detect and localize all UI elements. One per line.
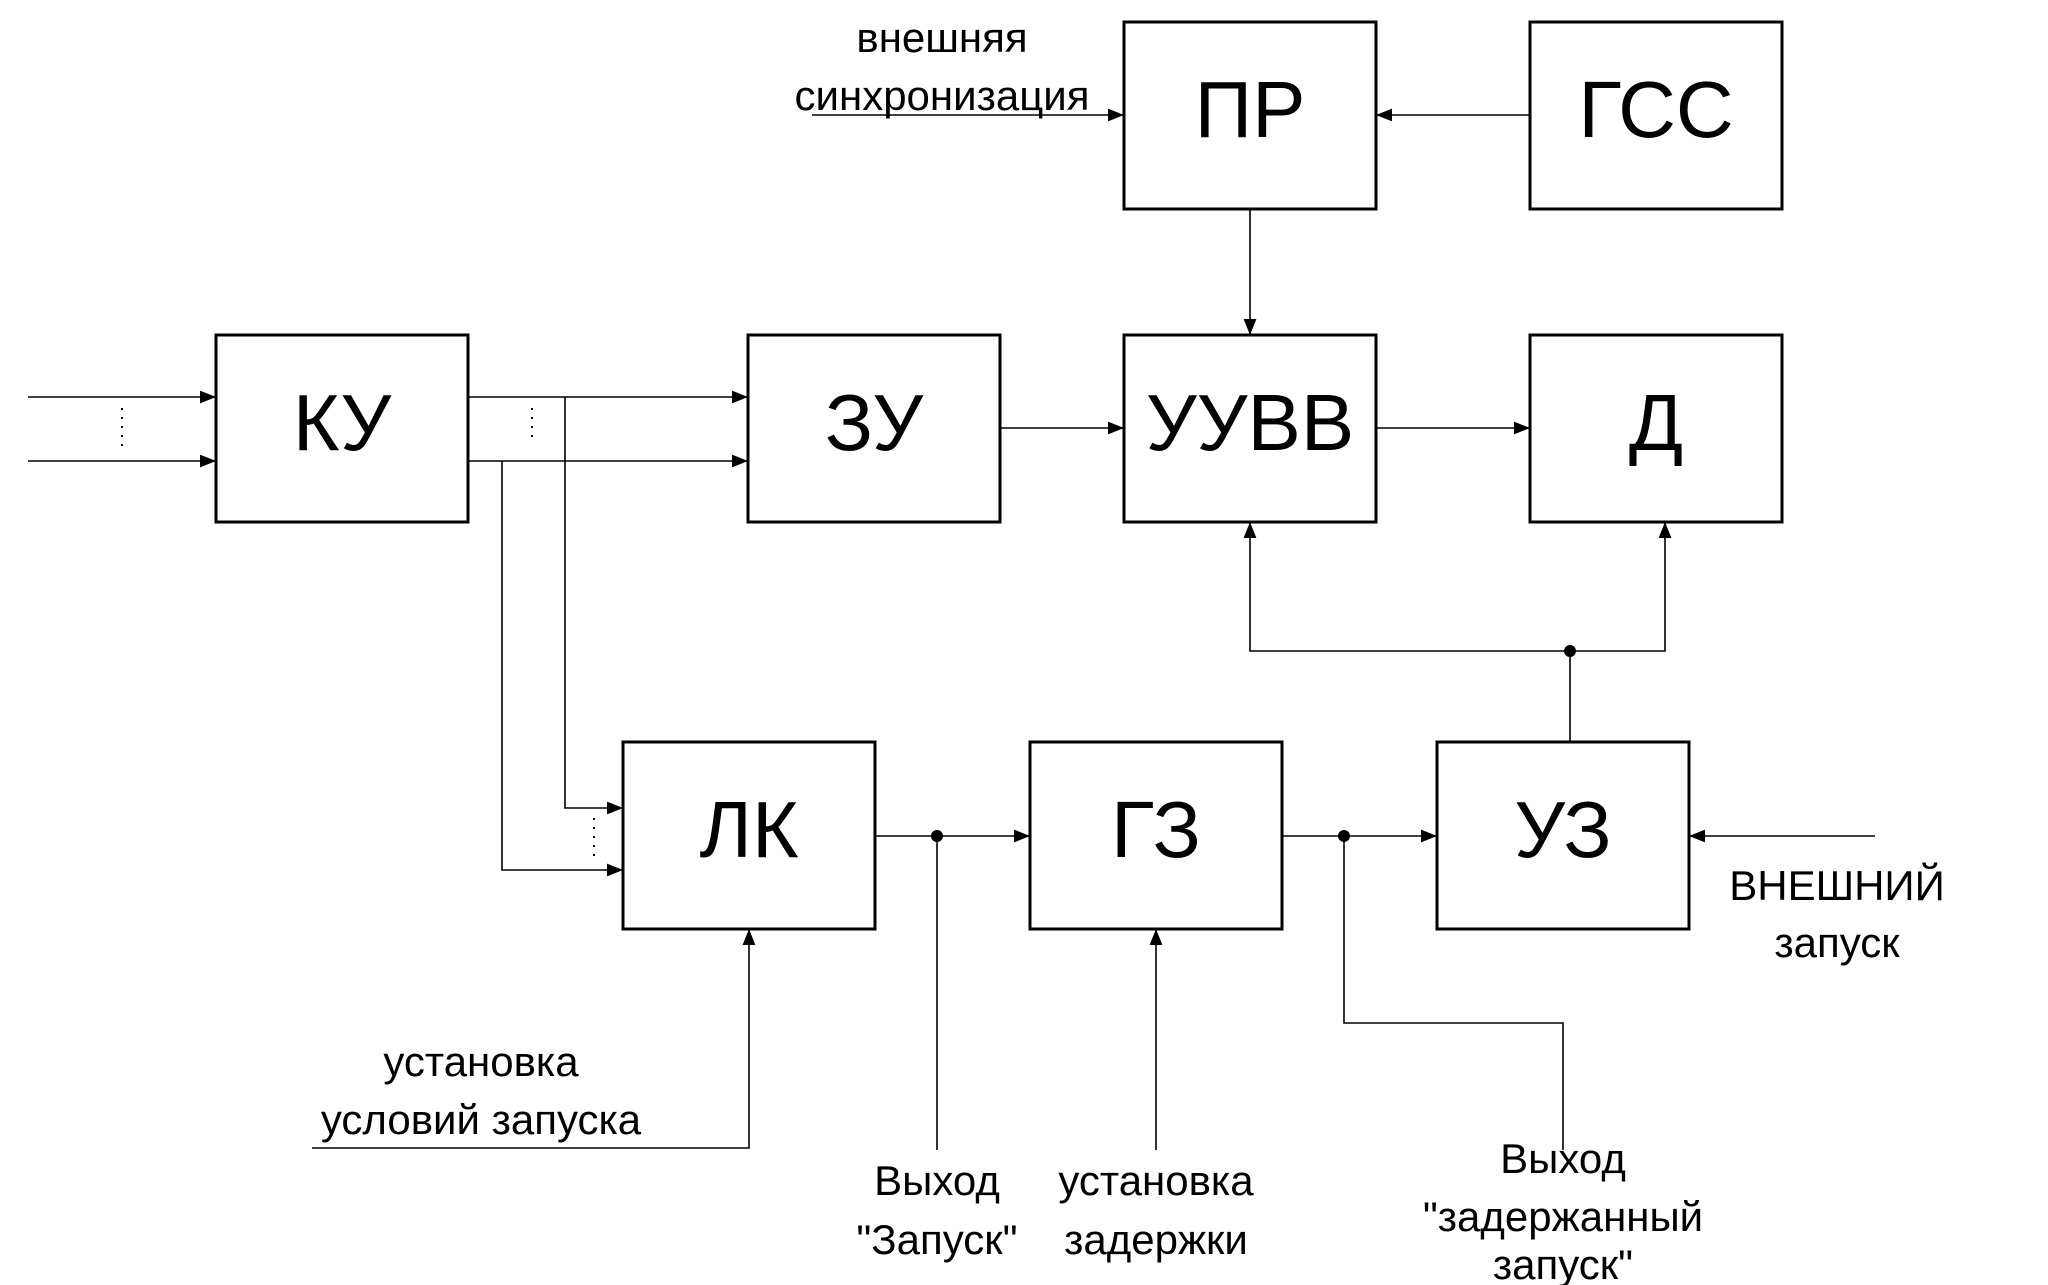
label-delay-set-2: задержки (1064, 1216, 1248, 1263)
label-delay-set-1: установка (1058, 1157, 1254, 1204)
block-lk: ЛК (621, 740, 877, 931)
label-out-delayed-3: запуск" (1493, 1241, 1633, 1285)
wire-trig-set-to-lk (312, 929, 756, 1149)
annotations: внешняя синхронизация установка условий … (321, 14, 1945, 1285)
connections (28, 108, 1875, 1150)
block-gz-label: ГЗ (1111, 785, 1201, 874)
label-trig-set-2: условий запуска (321, 1096, 642, 1143)
label-out-delayed-2: "задержанный (1423, 1193, 1703, 1240)
block-gss-label: ГСС (1578, 65, 1733, 154)
wire-ku-to-lk-1 (564, 397, 623, 815)
wire-to-d-bottom (1570, 522, 1672, 652)
label-ext-trig-2: запуск (1774, 919, 1900, 966)
block-uuvv-label: УУВВ (1146, 378, 1354, 467)
block-zu: ЗУ (746, 333, 1002, 524)
block-pr: ПР (1122, 20, 1378, 211)
label-ext-trig-1: ВНЕШНИЙ (1729, 861, 1945, 909)
block-d-label: Д (1629, 378, 1683, 467)
wire-to-uuvv-bottom (1243, 522, 1570, 652)
block-lk-label: ЛК (699, 785, 799, 874)
block-gss: ГСС (1528, 20, 1784, 211)
label-ext-sync-1: внешняя (856, 14, 1027, 61)
label-out-delayed-1: Выход (1500, 1135, 1626, 1182)
block-ku: КУ (214, 333, 470, 524)
label-out-trig-2: "Запуск" (856, 1216, 1017, 1263)
block-pr-label: ПР (1195, 65, 1306, 154)
junction-dot-top (1564, 645, 1576, 657)
block-uz: УЗ (1435, 740, 1691, 931)
block-ku-label: КУ (293, 378, 393, 467)
label-ext-sync-2: синхронизация (795, 72, 1090, 119)
block-zu-label: ЗУ (825, 378, 924, 467)
block-d: Д (1528, 333, 1784, 524)
block-uuvv: УУВВ (1122, 333, 1378, 524)
wire-delayed-output (1343, 836, 1564, 1150)
wire-ku-to-lk-2 (501, 461, 623, 877)
block-uz-label: УЗ (1514, 785, 1611, 874)
label-out-trig-1: Выход (874, 1157, 1000, 1204)
label-trig-set-1: установка (383, 1038, 579, 1085)
block-gz: ГЗ (1028, 740, 1284, 931)
